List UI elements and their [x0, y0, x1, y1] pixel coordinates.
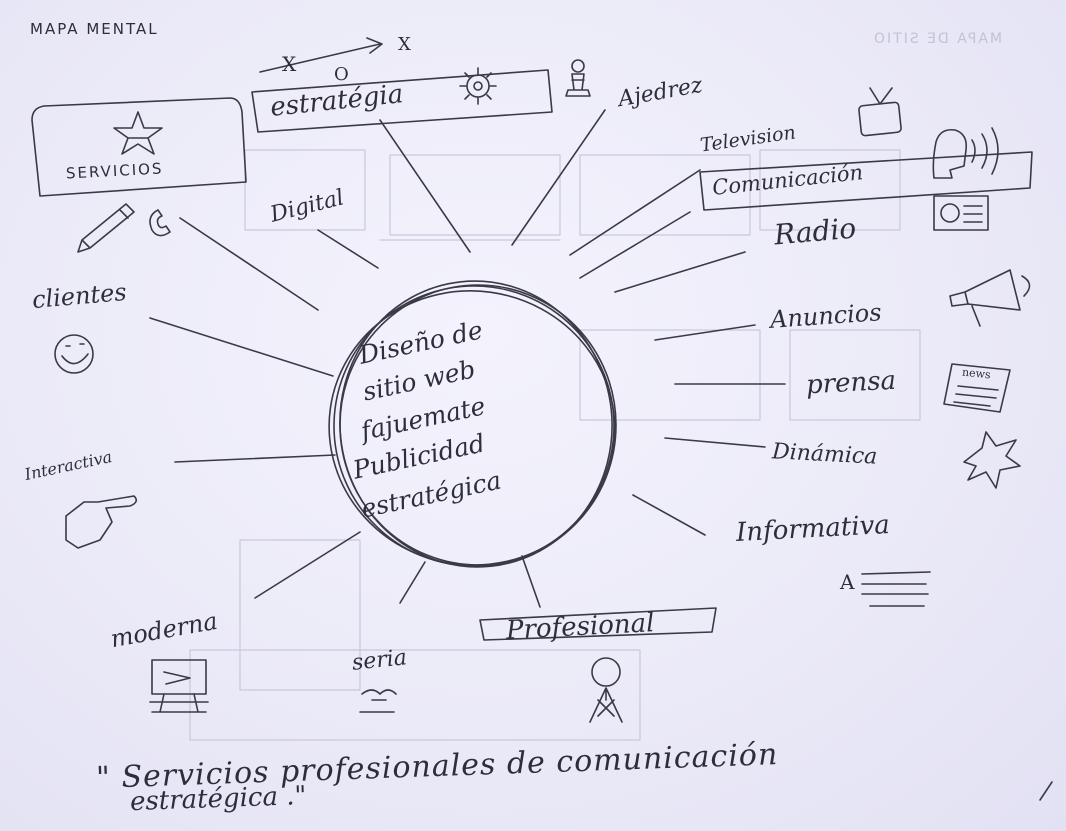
- comunicacion-box: [699, 151, 1033, 211]
- pencil-icon: [77, 203, 135, 253]
- handshake-icon: [359, 689, 397, 713]
- label-profesional: Profesional: [505, 608, 656, 646]
- sheet-title: MAPA MENTAL: [30, 20, 159, 38]
- person-tie-icon: [589, 657, 623, 723]
- branch-line-services: [179, 217, 319, 311]
- pointing-hand-icon: [65, 495, 138, 549]
- strategy-mark-x2: X: [398, 34, 411, 55]
- tv-icon: [858, 87, 902, 137]
- smiley-icon: [54, 334, 94, 374]
- label-anuncios: Anuncios: [769, 298, 883, 334]
- star-icon: [113, 111, 163, 155]
- strategy-mark-x1: X: [282, 52, 297, 76]
- branch-line-profesional: [521, 555, 541, 608]
- megaphone-icon: [949, 269, 1031, 327]
- strategy-arrow: [259, 37, 383, 73]
- branch-line-radio: [614, 251, 746, 293]
- branch-line-ajedrez: [511, 109, 606, 246]
- gear-icon: [459, 67, 497, 105]
- branch-line-anuncios: [654, 324, 756, 341]
- branch-line-comunicacion: [579, 211, 691, 279]
- quote-line-2: estratégica .": [129, 780, 307, 818]
- branch-line-seria: [399, 561, 426, 604]
- label-prensa: prensa: [805, 365, 897, 401]
- explosion-icon: [963, 431, 1021, 489]
- text-lines-icon: [861, 571, 931, 607]
- center-circle: [333, 285, 615, 567]
- label-informativa: Informativa: [735, 509, 891, 549]
- branch-line-interactiva: [174, 454, 336, 463]
- label-letter-a: A: [840, 570, 855, 594]
- strategy-mark-o: O: [334, 64, 349, 85]
- branch-line-digital: [317, 229, 379, 269]
- strategy-box: [251, 69, 553, 133]
- branch-line-moderna: [254, 531, 361, 599]
- chess-piece-icon: [565, 59, 591, 97]
- label-dinamica: Dinámica: [771, 439, 878, 470]
- branch-line-television: [569, 169, 701, 256]
- branch-line-dinamica: [664, 437, 766, 448]
- branch-line-informativa: [632, 494, 706, 536]
- presentation-board-icon: [149, 659, 209, 713]
- branch-line-strategy: [379, 119, 471, 253]
- profesional-box: [479, 607, 717, 641]
- radio-icon: [933, 195, 989, 231]
- speaking-head-icon: [932, 127, 999, 179]
- label-seria: seria: [350, 645, 409, 676]
- branch-line-clientes: [149, 317, 334, 377]
- newspaper-icon: [943, 363, 1011, 413]
- label-radio: Radio: [772, 211, 858, 252]
- newspaper-text: news: [961, 365, 992, 382]
- phone-icon: [149, 209, 171, 237]
- services-box: [31, 97, 247, 197]
